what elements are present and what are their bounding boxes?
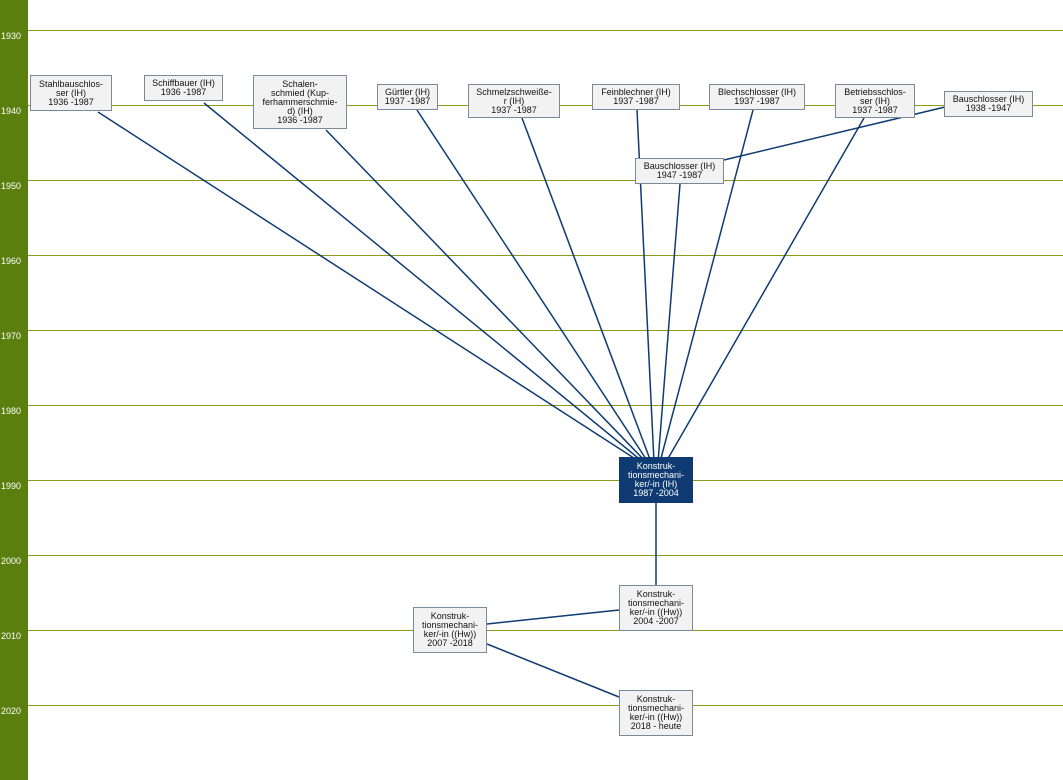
occupation-node[interactable]: Bauschlosser (IH)1947 -1987 (635, 158, 724, 184)
occupation-name: Konstruk- tionsmechani- ker/-in ((Hw)) (421, 611, 479, 639)
link-n4-n11 (416, 109, 649, 463)
occupation-node[interactable]: Bauschlosser (IH)1938 -1947 (944, 91, 1033, 117)
occupation-period: 2018 - heute (630, 721, 682, 731)
occupation-period: 1937 -1987 (491, 104, 537, 115)
year-label: 1980 (1, 406, 22, 416)
link-n1-n11 (97, 111, 641, 463)
year-gridline (28, 30, 1063, 31)
year-label: 1940 (1, 106, 22, 116)
link-n12-n13 (486, 609, 620, 625)
occupation-period: 1937 -1987 (384, 96, 431, 106)
occupation-period: 1937 -1987 (613, 96, 659, 106)
occupation-period: 2004 -2007 (633, 616, 679, 626)
occupation-node[interactable]: Schalen- schmied (Kup- ferhammerschmie- … (253, 75, 347, 129)
link-n5-n11 (521, 117, 652, 463)
occupation-name: Schiffbauer (IH) (152, 78, 215, 88)
year-gridline (28, 330, 1063, 331)
occupation-name: Konstruk- tionsmechani- ker/-in (IH) (627, 461, 685, 489)
occupation-name: Konstruk- tionsmechani- ker/-in ((Hw)) (627, 694, 685, 722)
year-gridline (28, 255, 1063, 256)
occupation-node[interactable]: Gürtler (IH)1937 -1987 (377, 84, 438, 110)
occupation-node[interactable]: Blechschlosser (IH)1937 -1987 (709, 84, 805, 110)
occupation-period: 1936 -1987 (160, 87, 207, 97)
link-n10-n11 (657, 183, 681, 463)
year-label: 2010 (1, 631, 22, 641)
occupation-period: 1936 -1987 (48, 96, 94, 107)
year-gridline (28, 555, 1063, 556)
occupation-node[interactable]: Betriebsschlos- ser (IH)1937 -1987 (835, 84, 915, 118)
year-gridline (28, 405, 1063, 406)
year-label: 1930 (1, 31, 22, 41)
occupation-node[interactable]: Konstruk- tionsmechani- ker/-in ((Hw))20… (619, 585, 693, 631)
occupation-period: 1938 -1947 (965, 103, 1012, 113)
occupation-node[interactable]: Feinblechner (IH)1937 -1987 (592, 84, 680, 110)
occupation-node[interactable]: Konstruk- tionsmechani- ker/-in ((Hw))20… (413, 607, 487, 653)
year-axis-bar (0, 0, 28, 780)
link-n8-n11 (665, 117, 865, 463)
occupation-name: Blechschlosser (IH) (717, 87, 797, 97)
occupation-period: 1937 -1987 (734, 96, 780, 106)
occupation-node-current[interactable]: Konstruk- tionsmechani- ker/-in (IH)1987… (619, 457, 693, 503)
occupation-period: 1937 -1987 (852, 104, 898, 115)
occupation-node[interactable]: Konstruk- tionsmechani- ker/-in ((Hw))20… (619, 690, 693, 736)
occupation-period: 1947 -1987 (656, 170, 703, 180)
link-n7-n11 (659, 109, 754, 463)
occupation-name: Betriebsschlos- ser (IH) (844, 86, 906, 106)
occupation-name: Stahlbauschlos- ser (IH) (38, 78, 104, 98)
year-label: 2000 (1, 556, 22, 566)
occupation-name: Gürtler (IH) (385, 87, 430, 97)
year-label: 1970 (1, 331, 22, 341)
occupation-name: Bauschlosser (IH) (643, 161, 716, 171)
link-n2-n11 (203, 102, 644, 463)
occupation-name: Schmelzschweiße- r (IH) (476, 86, 552, 106)
occupation-node[interactable]: Stahlbauschlos- ser (IH)1936 -1987 (30, 75, 112, 111)
year-gridline (28, 705, 1063, 706)
occupation-node[interactable]: Schiffbauer (IH)1936 -1987 (144, 75, 223, 101)
year-label: 1950 (1, 181, 22, 191)
occupation-node[interactable]: Schmelzschweiße- r (IH)1937 -1987 (468, 84, 560, 118)
year-label: 1990 (1, 481, 22, 491)
year-label: 1960 (1, 256, 22, 266)
occupation-name: Bauschlosser (IH) (952, 94, 1025, 104)
occupation-period: 2007 -2018 (427, 638, 473, 648)
year-gridline (28, 630, 1063, 631)
occupation-period: 1936 -1987 (277, 114, 323, 125)
occupation-period: 1987 -2004 (633, 488, 679, 498)
occupation-name: Feinblechner (IH) (601, 87, 671, 97)
link-n13-n14 (486, 643, 620, 698)
year-gridline (28, 480, 1063, 481)
occupation-name: Konstruk- tionsmechani- ker/-in ((Hw)) (627, 589, 685, 617)
occupation-name: Schalen- schmied (Kup- ferhammerschmie- … (262, 78, 338, 116)
link-n3-n11 (325, 129, 647, 463)
year-label: 2020 (1, 706, 22, 716)
